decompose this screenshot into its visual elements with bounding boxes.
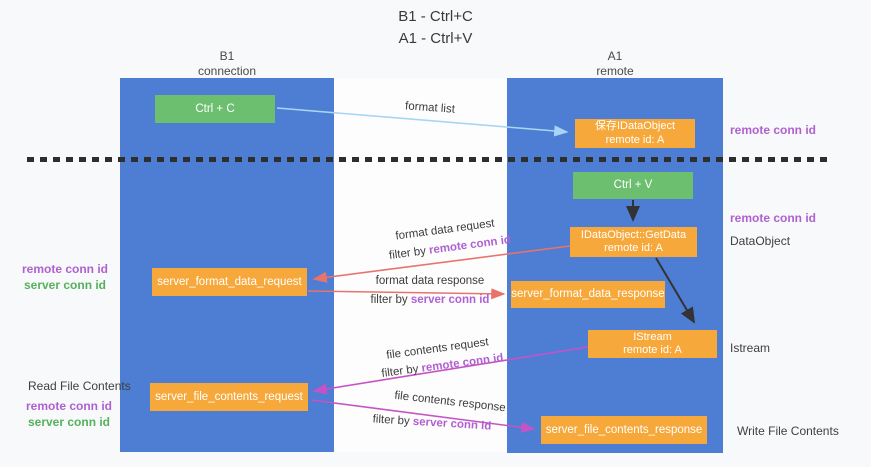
left-label-remote-conn-id-bottom: remote conn id: [25, 399, 112, 413]
diagram-title: B1 - Ctrl+C A1 - Ctrl+V: [0, 6, 871, 50]
node-server-file-contents-response-label: server_file_contents_response: [545, 423, 703, 436]
title-line-2: A1 - Ctrl+V: [398, 29, 473, 47]
label-filter-server-1: filter by server conn id: [360, 294, 500, 306]
node-save-idataobject-line2: remote id: A: [605, 133, 665, 146]
title-line-1: B1 - Ctrl+C: [398, 8, 473, 25]
right-label-dataobject: DataObject: [730, 234, 791, 248]
left-label-server-conn-id-mid: server conn id: [23, 278, 107, 292]
left-conn-id-legend-bottom: remote conn id server conn id: [24, 398, 114, 430]
node-server-file-contents-request: server_file_contents_request: [150, 383, 308, 411]
left-column-name: B1: [219, 49, 235, 63]
label-format-data-response: format data response: [375, 275, 485, 287]
server-conn-id-inline-1: server conn id: [410, 294, 490, 306]
right-column-subtitle: remote: [596, 64, 634, 78]
node-server-format-data-request: server_format_data_request: [152, 268, 307, 296]
left-label-read-file-contents: Read File Contents: [28, 379, 131, 393]
node-server-format-data-response-label: server_format_data_response: [511, 288, 665, 301]
filter-prefix-2: filter by: [370, 294, 411, 306]
node-server-format-data-request-label: server_format_data_request: [157, 275, 302, 288]
node-istream-line2: remote id: A: [623, 344, 682, 356]
node-save-idataobject: 保存IDataObject remote id: A: [575, 119, 695, 148]
left-column-header: B1 connection: [120, 49, 334, 79]
node-idataobject-getdata: IDataObject::GetData remote id: A: [570, 227, 697, 257]
node-server-format-data-response: server_format_data_response: [511, 281, 665, 308]
left-conn-id-legend-mid: remote conn id server conn id: [20, 261, 110, 293]
node-idataobject-getdata-line2: remote id: A: [604, 242, 663, 254]
node-ctrl-c: Ctrl + C: [155, 95, 275, 123]
node-idataobject-getdata-line1: IDataObject::GetData: [580, 228, 687, 241]
node-server-file-contents-request-label: server_file_contents_request: [155, 390, 303, 403]
right-column-name: A1: [607, 49, 623, 63]
phase-separator-dashed-line: [27, 157, 833, 162]
right-column-header: A1 remote: [507, 49, 723, 79]
node-server-file-contents-response: server_file_contents_response: [541, 416, 707, 444]
right-label-write-file-contents: Write File Contents: [737, 424, 839, 438]
node-ctrl-c-label: Ctrl + C: [195, 102, 235, 115]
node-istream-line1: IStream: [633, 330, 672, 343]
node-istream: IStream remote id: A: [588, 330, 717, 358]
node-save-idataobject-line1: 保存IDataObject: [594, 120, 676, 133]
right-label-istream: Istream: [730, 341, 771, 355]
right-label-remote-conn-id-mid: remote conn id: [730, 211, 817, 225]
left-label-server-conn-id-bottom: server conn id: [27, 415, 111, 429]
left-label-remote-conn-id-mid: remote conn id: [21, 262, 108, 276]
right-label-remote-conn-id-top: remote conn id: [730, 123, 817, 137]
node-ctrl-v: Ctrl + V: [573, 172, 693, 199]
node-ctrl-v-label: Ctrl + V: [613, 179, 653, 192]
left-column-subtitle: connection: [197, 64, 257, 78]
filter-prefix-4: filter by: [372, 413, 414, 428]
